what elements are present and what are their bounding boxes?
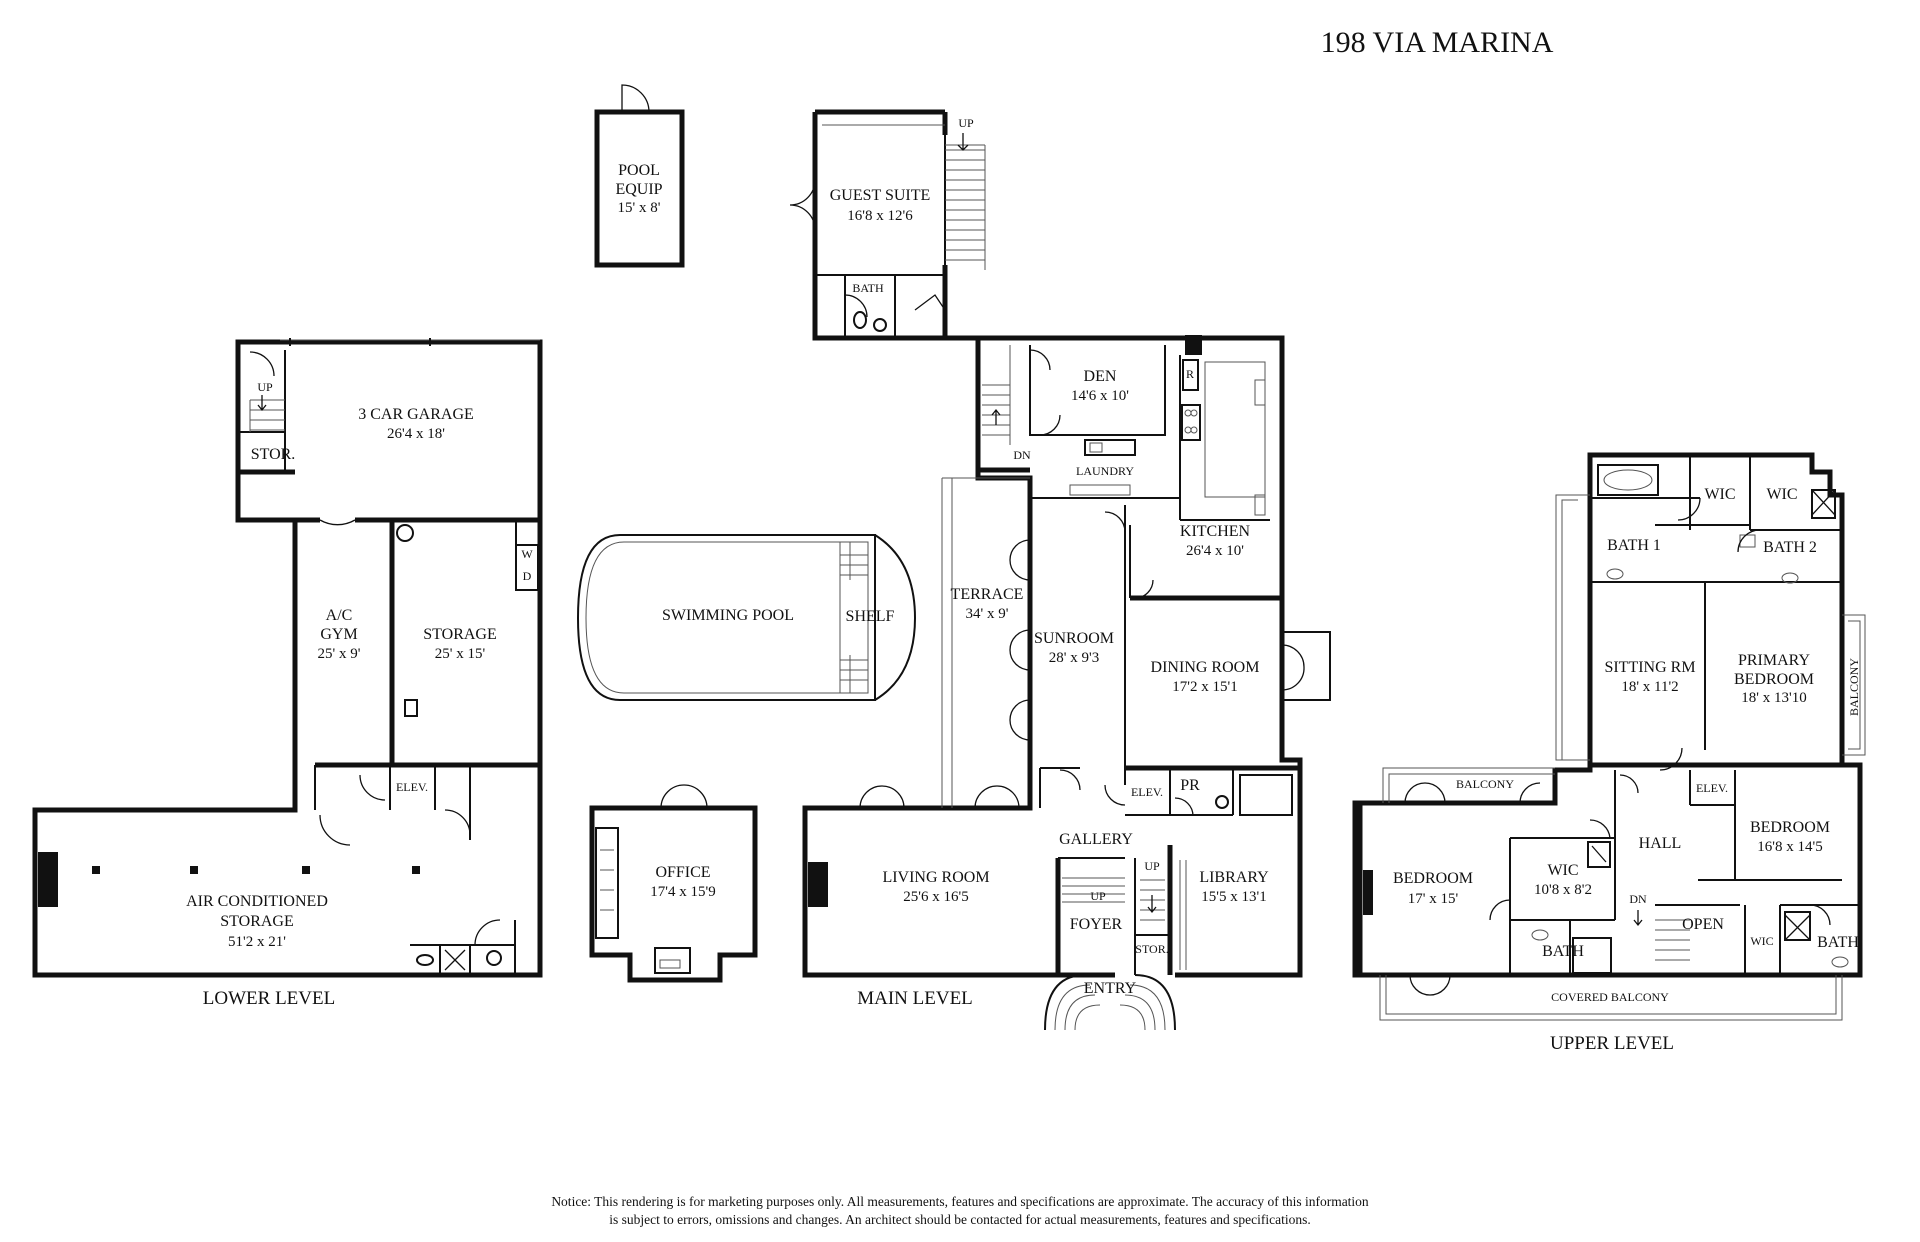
top-balcony-label: BALCONY [1456,777,1514,791]
sunroom-dimensions: 28' x 9'3 [1049,650,1099,666]
upper-elev-label: ELEV. [1696,781,1728,795]
main-level-plan: DN DEN 14'6 x 10' LAUNDRY R KITCHEN 26'4… [802,335,1331,1031]
pool-label: SWIMMING POOL [662,607,794,624]
wic-1-label: WIC [1704,486,1735,503]
bedroom-west-dimensions: 17' x 15' [1408,891,1459,907]
dining-label: DINING ROOM [1151,659,1260,676]
covered-balcony-label: COVERED BALCONY [1551,990,1669,1004]
kitchen-dimensions: 26'4 x 10' [1186,543,1244,559]
primary-bedroom-label-2: BEDROOM [1734,671,1814,688]
living-room-label: LIVING ROOM [882,869,989,886]
open-label: OPEN [1682,916,1724,933]
gym-dimensions: 25' x 9' [318,646,361,662]
primary-bedroom-label-1: PRIMARY [1738,652,1810,669]
hall-label: HALL [1639,835,1682,852]
sunroom-label: SUNROOM [1034,630,1114,647]
gallery-label: GALLERY [1059,831,1133,848]
wic-3-dimensions: 10'8 x 8'2 [1534,882,1592,898]
library-dimensions: 15'5 x 13'1 [1201,889,1266,905]
living-room-dimensions: 25'6 x 16'5 [903,889,968,905]
gym-label-1: A/C [326,607,353,624]
main-elev-label: ELEV. [1131,785,1163,799]
pool-equip-label-1: POOL [618,162,660,179]
lower-elev-label: ELEV. [396,780,428,794]
pool-shelf-label: SHELF [846,608,895,625]
disclaimer-line-1: Notice: This rendering is for marketing … [551,1194,1369,1209]
property-title: 198 VIA MARINA [1321,26,1554,59]
guest-bath-label: BATH [852,281,884,295]
kitchen-label: KITCHEN [1180,523,1251,540]
office-label: OFFICE [655,864,710,881]
office-structure: OFFICE 17'4 x 15'9 [589,784,758,983]
guest-suite-label: GUEST SUITE [830,187,931,204]
main-dn-label: DN [1013,448,1031,462]
office-dimensions: 17'4 x 15'9 [650,884,715,900]
refrigerator-label: R [1186,367,1194,381]
terrace-dimensions: 34' x 9' [966,606,1009,622]
bedroom-east-label: BEDROOM [1750,819,1830,836]
lower-stor-label: STOR. [251,446,296,463]
den-label: DEN [1084,368,1117,385]
guest-suite-dimensions: 16'8 x 12'6 [847,208,913,224]
wic-2-label: WIC [1766,486,1797,503]
bath-2-label: BATH 2 [1763,539,1817,556]
primary-bedroom-dimensions: 18' x 13'10 [1741,690,1806,706]
side-balcony-label: BALCONY [1847,658,1861,716]
disclaimer-line-2: is subject to errors, omissions and chan… [609,1212,1310,1227]
gym-label-2: GYM [320,626,357,643]
main-stor-label: STOR. [1135,942,1168,956]
washer-label: W [521,547,533,561]
entry-label: ENTRY [1084,980,1137,997]
bath-1-label: BATH 1 [1607,537,1661,554]
ac-storage-dimensions: 51'2 x 21' [228,934,286,950]
sitting-room-label: SITTING RM [1604,659,1695,676]
wic-4-label: WIC [1750,934,1773,948]
wic-3-label: WIC [1547,862,1578,879]
sitting-room-dimensions: 18' x 11'2 [1621,679,1678,695]
foyer-up-label-2: UP [1144,859,1160,873]
bedroom-east-dimensions: 16'8 x 14'5 [1757,839,1822,855]
main-level-label: MAIN LEVEL [857,988,973,1009]
den-dimensions: 14'6 x 10' [1071,388,1129,404]
guest-up-label: UP [958,116,974,130]
garage-label: 3 CAR GARAGE [358,406,474,423]
dryer-label: D [523,569,532,583]
lower-level-plan: UP STOR. 3 CAR GARAGE 26'4 x 18' W D A/C… [32,338,543,1009]
guest-suite-structure: BATH UP GUEST SUITE 16'8 x 12'6 [789,109,986,341]
pool-equipment-structure: POOL EQUIP 15' x 8' [594,84,685,268]
garage-dimensions: 26'4 x 18' [387,426,445,442]
laundry-label: LAUNDRY [1076,464,1134,478]
bath-west-label: BATH [1542,943,1584,960]
pool-equip-dimensions: 15' x 8' [618,200,661,216]
lower-storage-label: STORAGE [423,626,497,643]
upper-level-label: UPPER LEVEL [1550,1033,1674,1054]
pool-equip-label-2: EQUIP [615,181,662,198]
foyer-up-label-1: UP [1090,889,1106,903]
upper-dn-label: DN [1629,892,1647,906]
powder-room-label: PR [1180,777,1200,794]
ac-storage-label-2: STORAGE [220,913,294,930]
library-label: LIBRARY [1199,869,1269,886]
bath-east-label: BATH [1817,934,1859,951]
swimming-pool: SWIMMING POOL SHELF [576,534,917,701]
foyer-label: FOYER [1070,916,1123,933]
bedroom-west-label: BEDROOM [1393,870,1473,887]
dining-dimensions: 17'2 x 15'1 [1172,679,1237,695]
ac-storage-label-1: AIR CONDITIONED [186,893,328,910]
upper-level-plan: WIC WIC BATH 1 BATH 2 SITTING RM 18' x 1… [1352,452,1866,1054]
lower-level-label: LOWER LEVEL [203,988,335,1009]
terrace-label: TERRACE [951,586,1024,603]
lower-up-label: UP [257,380,273,394]
lower-storage-dimensions: 25' x 15' [435,646,486,662]
